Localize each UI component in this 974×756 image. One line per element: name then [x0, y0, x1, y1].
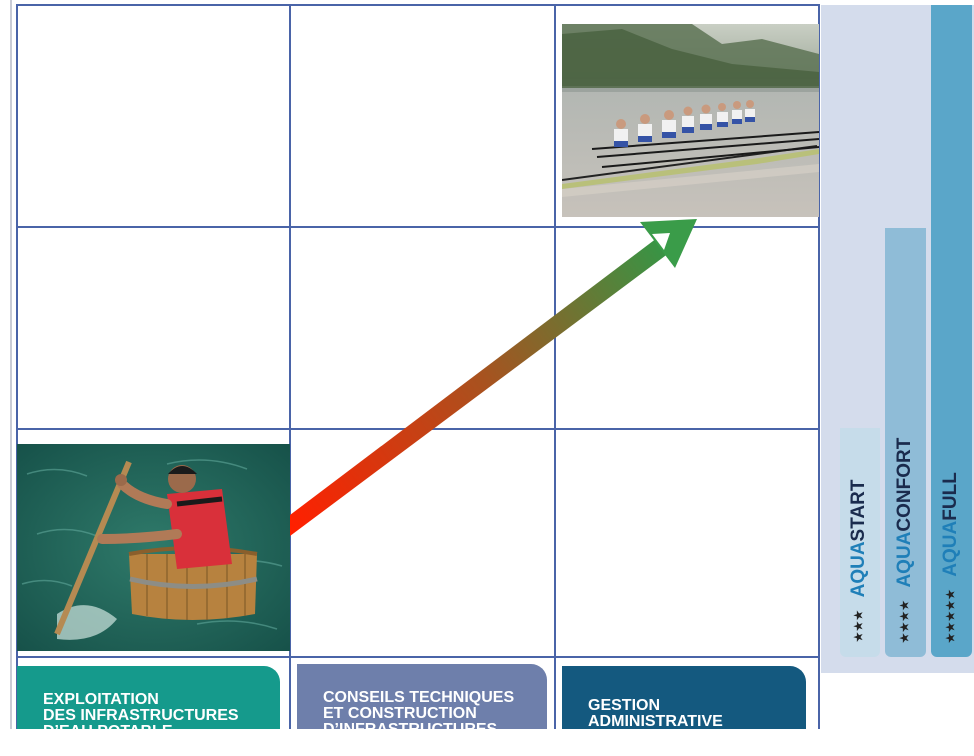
offer-prefix-aquastart: AQUA: [848, 541, 869, 598]
grid-line-col0: [16, 4, 18, 729]
rowing-crew-photo: [562, 24, 819, 217]
column-label-gestion: GESTION ADMINISTRATIVE: [588, 697, 723, 730]
offer-suffix-aquafull: FULL: [940, 472, 961, 521]
offer-stars-aquaconfort: ★★★★: [899, 599, 912, 643]
column-label-conseils: CONSEILS TECHNIQUES ET CONSTRUCTION D’IN…: [323, 689, 515, 738]
offer-label-aquaconfort: ★★★★ AQUACONFORT: [894, 438, 916, 643]
progression-arrow: [290, 219, 697, 536]
grid-line-row1: [16, 226, 819, 228]
grid-line-col1: [289, 4, 291, 729]
offer-suffix-aquaconfort: CONFORT: [894, 437, 915, 532]
offer-stars-aquafull: ★★★★★: [945, 588, 958, 643]
tub-paddler-photo: [17, 444, 290, 651]
column-label-exploitation: EXPLOITATION DES INFRASTRUCTURES D’EAU P…: [43, 691, 239, 740]
offer-prefix-aquaconfort: AQUA: [894, 531, 915, 588]
grid-line-col2: [554, 4, 556, 729]
offer-stars-aquastart: ★★★: [853, 609, 866, 642]
column-tab-exploitation: EXPLOITATION DES INFRASTRUCTURES D’EAU P…: [17, 666, 280, 740]
offer-prefix-aquafull: AQUA: [940, 520, 961, 577]
offer-bar-aquastart: ★★★ AQUASTART: [840, 428, 880, 657]
offer-label-aquastart: ★★★ AQUASTART: [848, 480, 870, 642]
offer-bar-aquaconfort: ★★★★ AQUACONFORT: [885, 228, 926, 657]
grid-line-row3: [16, 656, 819, 658]
grid-line-top: [16, 4, 819, 6]
grid-line-col3: [818, 4, 820, 729]
column-tab-gestion: GESTION ADMINISTRATIVE: [562, 666, 806, 730]
column-tab-conseils: CONSEILS TECHNIQUES ET CONSTRUCTION D’IN…: [297, 664, 547, 738]
offer-suffix-aquastart: START: [848, 479, 869, 542]
offer-bar-aquafull: ★★★★★ AQUAFULL: [931, 5, 972, 657]
frame-left-border: [10, 0, 12, 729]
offer-label-aquafull: ★★★★★ AQUAFULL: [940, 472, 962, 643]
